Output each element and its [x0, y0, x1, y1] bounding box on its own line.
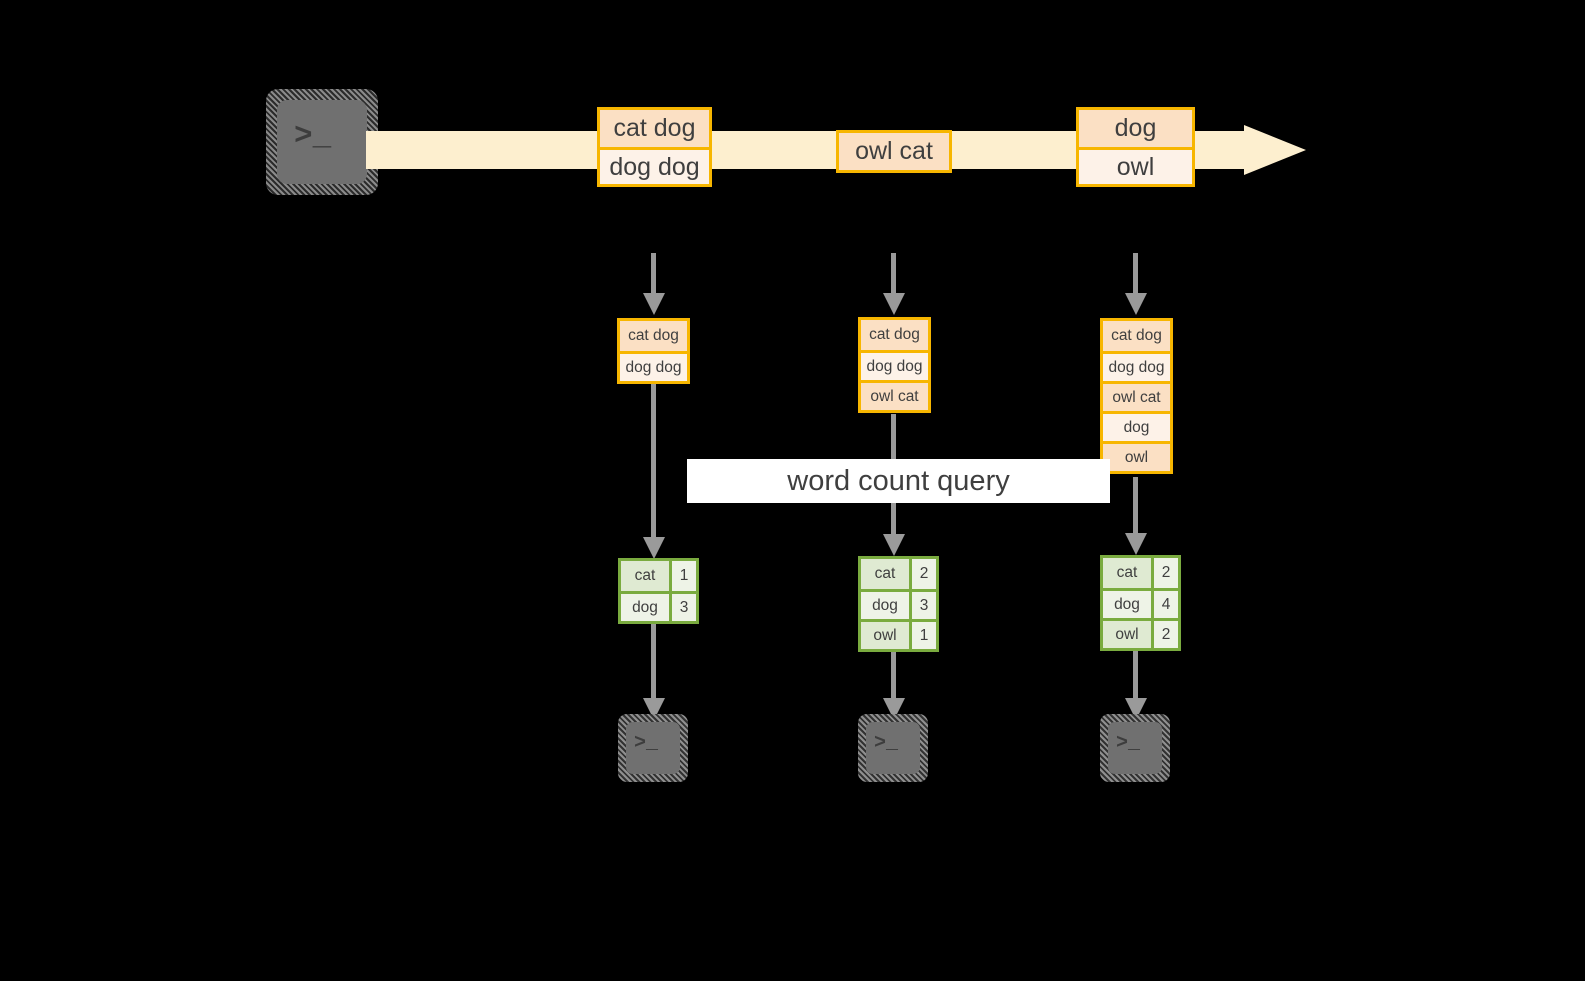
- result-count: 2: [1151, 621, 1178, 648]
- snapshot-2-input: cat dog dog dog owl cat: [858, 317, 931, 413]
- result-word: dog: [1103, 591, 1151, 618]
- table-row: owl 2: [1103, 618, 1178, 648]
- arrow-stem: [651, 253, 656, 293]
- snapshot-2-result-table: cat 2 dog 3 owl 1: [858, 556, 939, 652]
- snapshot-1-input: cat dog dog dog: [617, 318, 690, 384]
- result-count: 1: [669, 561, 696, 591]
- arrow-head: [1124, 533, 1147, 555]
- snapshot-1-input-line-1: cat dog: [620, 321, 687, 351]
- arrow-stem: [1133, 253, 1138, 293]
- result-word: dog: [861, 592, 909, 619]
- arrow-stem: [891, 253, 896, 293]
- stream-event-1-line-1: cat dog: [600, 110, 709, 147]
- snapshot-2-consumer-terminal-icon: >_: [858, 714, 928, 782]
- terminal-prompt-glyph: >_: [634, 732, 659, 755]
- snapshot-3-input-line-4: dog: [1103, 411, 1170, 441]
- snapshot-3-input-line-2: dog dog: [1103, 351, 1170, 381]
- stream-event-1: cat dog dog dog: [597, 107, 712, 187]
- result-word: owl: [861, 622, 909, 649]
- arrow-stem: [1133, 651, 1138, 698]
- arrow-head: [882, 293, 905, 315]
- stream-event-1-line-2: dog dog: [600, 147, 709, 184]
- snapshot-3-consumer-terminal-icon: >_: [1100, 714, 1170, 782]
- query-label: word count query: [687, 459, 1110, 503]
- terminal-prompt-glyph: >_: [294, 119, 332, 154]
- snapshot-1-result-table: cat 1 dog 3: [618, 558, 699, 624]
- stream-event-2: owl cat: [836, 130, 952, 173]
- snapshot-3-input-line-5: owl: [1103, 441, 1170, 471]
- result-word: owl: [1103, 621, 1151, 648]
- stream-event-3: dog owl: [1076, 107, 1195, 187]
- stream-event-3-line-1: dog: [1079, 110, 1192, 147]
- table-row: owl 1: [861, 619, 936, 649]
- table-row: cat 1: [621, 561, 696, 591]
- terminal-prompt-glyph: >_: [1116, 732, 1141, 755]
- result-word: cat: [861, 559, 909, 589]
- arrow-stem: [1133, 477, 1138, 533]
- result-word: cat: [621, 561, 669, 591]
- arrow-head: [882, 534, 905, 556]
- stream-event-3-line-2: owl: [1079, 147, 1192, 184]
- snapshot-3-input: cat dog dog dog owl cat dog owl: [1100, 318, 1173, 474]
- arrow-stem: [891, 652, 896, 698]
- result-word: cat: [1103, 558, 1151, 588]
- arrow-head: [642, 293, 665, 315]
- table-row: cat 2: [861, 559, 936, 589]
- terminal-prompt-glyph: >_: [874, 732, 899, 755]
- stream-arrow-head: [1244, 125, 1306, 175]
- snapshot-1-input-line-2: dog dog: [620, 351, 687, 381]
- result-count: 2: [909, 559, 936, 589]
- terminal-screen: [277, 100, 367, 184]
- snapshot-2-input-line-3: owl cat: [861, 380, 928, 410]
- result-count: 4: [1151, 591, 1178, 618]
- producer-terminal-icon: >_: [266, 89, 378, 195]
- result-count: 3: [669, 594, 696, 621]
- result-count: 1: [909, 622, 936, 649]
- terminal-screen: [866, 722, 920, 774]
- arrow-stem: [651, 624, 656, 698]
- result-count: 2: [1151, 558, 1178, 588]
- snapshot-3-input-line-3: owl cat: [1103, 381, 1170, 411]
- arrow-stem: [651, 384, 656, 537]
- arrow-head: [642, 537, 665, 559]
- snapshot-2-input-line-2: dog dog: [861, 350, 928, 380]
- stream-event-2-line-1: owl cat: [839, 133, 949, 170]
- table-row: dog 3: [621, 591, 696, 621]
- terminal-screen: [626, 722, 680, 774]
- table-row: dog 3: [861, 589, 936, 619]
- terminal-screen: [1108, 722, 1162, 774]
- snapshot-2-input-line-1: cat dog: [861, 320, 928, 350]
- table-row: dog 4: [1103, 588, 1178, 618]
- arrow-head: [1124, 293, 1147, 315]
- snapshot-1-consumer-terminal-icon: >_: [618, 714, 688, 782]
- snapshot-3-result-table: cat 2 dog 4 owl 2: [1100, 555, 1181, 651]
- result-word: dog: [621, 594, 669, 621]
- result-count: 3: [909, 592, 936, 619]
- table-row: cat 2: [1103, 558, 1178, 588]
- snapshot-3-input-line-1: cat dog: [1103, 321, 1170, 351]
